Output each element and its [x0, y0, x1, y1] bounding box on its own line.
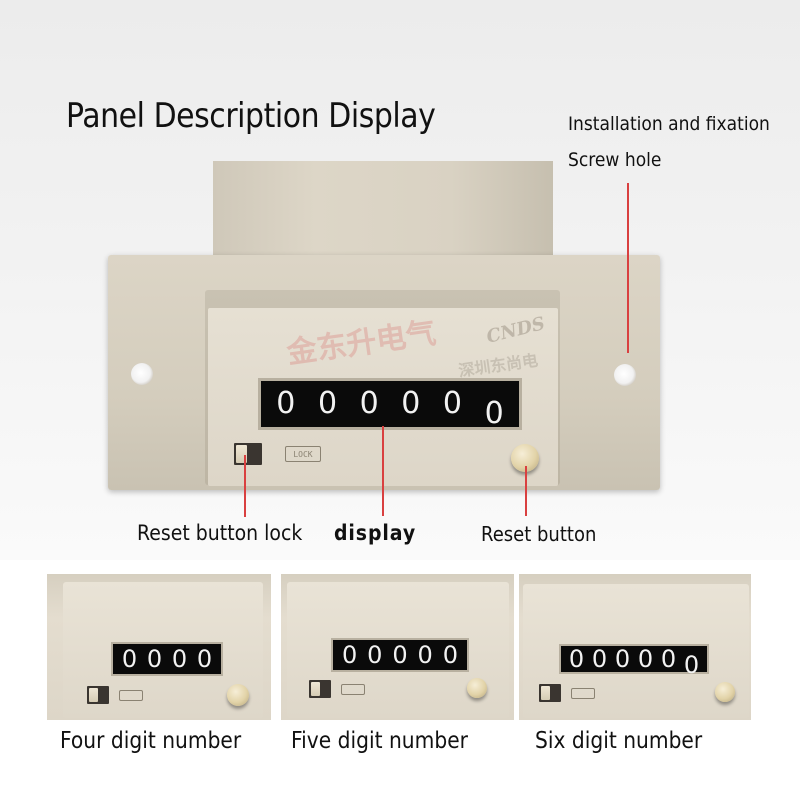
- variant-display-window: 0 0 0 0: [111, 642, 223, 676]
- display-digit: 0: [359, 386, 379, 421]
- lock-arrow-icon: [571, 688, 595, 699]
- display-digit: 0: [341, 641, 358, 669]
- display-digit: 0: [401, 386, 421, 421]
- reset-button: [715, 682, 735, 702]
- variant-five-digit: 0 0 0 0 0: [281, 574, 514, 720]
- display-digit: 0: [417, 641, 433, 669]
- display-digit: 0: [367, 641, 383, 669]
- display-digit: 0: [276, 386, 296, 421]
- reset-button: [467, 678, 487, 698]
- display-digit: 0: [317, 386, 338, 421]
- display-digit: 0: [392, 641, 408, 669]
- display-digit: 0: [614, 645, 631, 673]
- variant-display-window: 0 0 0 0 0 0: [559, 644, 709, 679]
- lock-arrow-icon: [341, 684, 365, 695]
- display-digit: 0: [591, 645, 608, 673]
- caption-six-digit: Six digit number: [535, 728, 703, 754]
- display-digit: 0: [171, 645, 188, 673]
- callout-line-display: [382, 426, 384, 516]
- screw-hole-left: [131, 363, 153, 385]
- display-digit: 0: [660, 645, 677, 673]
- callout-screw-hole: Screw hole: [568, 149, 662, 171]
- reset-button: [227, 684, 249, 706]
- lock-arrow-icon: LOCK: [285, 446, 321, 462]
- display-digit: 0: [683, 651, 700, 679]
- counter-display-window: 0 0 0 0 0 0: [258, 378, 522, 430]
- callout-reset-lock: Reset button lock: [137, 521, 303, 545]
- reset-lock-switch: [311, 682, 320, 696]
- display-digit: 0: [121, 645, 138, 673]
- display-digit: 0: [568, 645, 585, 673]
- lock-arrow-icon: [119, 690, 143, 701]
- display-digit: 0: [637, 645, 654, 673]
- reset-lock-switch: [541, 686, 550, 700]
- display-digit: 0: [484, 396, 504, 431]
- callout-line-reset-lock: [244, 455, 246, 517]
- display-digit: 0: [442, 386, 462, 421]
- callout-reset-button: Reset button: [481, 522, 597, 546]
- variant-display-window: 0 0 0 0 0: [331, 638, 469, 672]
- callout-line-reset-button: [525, 466, 527, 516]
- callout-installation: Installation and fixation: [568, 113, 770, 135]
- display-digit: 0: [146, 645, 163, 673]
- reset-lock-switch[interactable]: [236, 445, 247, 463]
- display-digit: 0: [196, 645, 213, 673]
- page-title: Panel Description Display: [66, 96, 436, 136]
- variant-four-digit: 0 0 0 0: [47, 574, 271, 720]
- counter-rear-housing: [213, 161, 553, 271]
- screw-hole-right: [614, 364, 636, 386]
- callout-line-screw-hole: [627, 183, 629, 353]
- variant-six-digit: 0 0 0 0 0 0: [519, 574, 751, 720]
- reset-lock-switch: [89, 688, 98, 702]
- caption-four-digit: Four digit number: [60, 728, 242, 754]
- callout-display: display: [334, 521, 417, 545]
- caption-five-digit: Five digit number: [291, 728, 468, 754]
- display-digit: 0: [442, 641, 458, 669]
